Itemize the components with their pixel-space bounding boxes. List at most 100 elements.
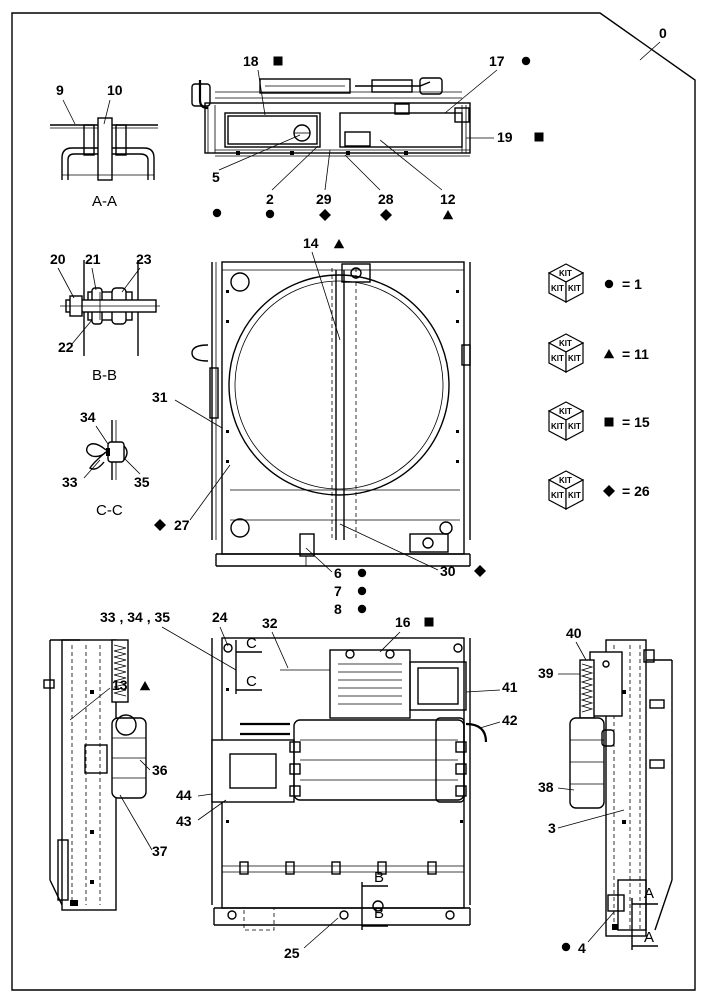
section-aa-drawing xyxy=(50,117,158,181)
callout-33-34-35: 33 , 34 , 35 xyxy=(100,609,170,625)
front-view-drawing xyxy=(191,261,471,567)
symbol-diamond xyxy=(154,519,166,531)
callout-23: 23 xyxy=(136,251,152,267)
symbol-circle xyxy=(561,942,571,952)
symbol-circle xyxy=(357,604,367,614)
left-side-view-drawing xyxy=(43,639,147,911)
svg-text:KIT: KIT xyxy=(568,354,581,363)
callout-41: 41 xyxy=(502,679,518,695)
symbol-diamond xyxy=(319,209,331,221)
kit-legend-item-square: KIT KIT KIT = 15 xyxy=(548,401,650,441)
section-bb-drawing xyxy=(60,260,160,356)
svg-text:KIT: KIT xyxy=(568,422,581,431)
svg-text:KIT: KIT xyxy=(559,407,572,416)
symbol-circle xyxy=(357,568,367,578)
callout-7: 7 xyxy=(334,583,342,599)
callout-3: 3 xyxy=(548,820,556,836)
symbol-circle xyxy=(521,56,531,66)
section-marker-b-lower: B xyxy=(374,905,384,922)
section-marker-a-lower: A xyxy=(644,929,654,946)
kit-legend: KIT KIT KIT = 1 KIT KIT KIT = 11 KIT KIT… xyxy=(548,263,650,510)
legend-square-icon xyxy=(604,417,614,427)
svg-text:= 26: = 26 xyxy=(622,483,650,499)
frame-leader xyxy=(639,41,661,61)
legend-triangle-icon xyxy=(603,349,615,359)
svg-text:KIT: KIT xyxy=(559,269,572,278)
callout-44: 44 xyxy=(176,787,192,803)
symbol-diamond xyxy=(474,565,486,577)
symbol-square xyxy=(273,56,283,66)
callout-24: 24 xyxy=(212,609,228,625)
callout-32: 32 xyxy=(262,615,278,631)
callout-8: 8 xyxy=(334,601,342,617)
callout-30: 30 xyxy=(440,563,456,579)
callout-17: 17 xyxy=(489,53,505,69)
section-marker-b-upper: B xyxy=(374,869,384,886)
callout-42: 42 xyxy=(502,712,518,728)
svg-text:KIT: KIT xyxy=(551,284,564,293)
svg-text:KIT: KIT xyxy=(568,491,581,500)
svg-text:KIT: KIT xyxy=(559,476,572,485)
legend-circle-icon xyxy=(604,279,614,289)
section-label-cc: C-C xyxy=(96,502,123,519)
callout-5: 5 xyxy=(212,169,220,185)
section-label-aa: A-A xyxy=(92,193,117,210)
symbol-circle xyxy=(212,208,222,218)
callout-20: 20 xyxy=(50,251,66,267)
callout-6: 6 xyxy=(334,565,342,581)
section-marker-c-upper: C xyxy=(246,635,257,652)
callout-9: 9 xyxy=(56,82,64,98)
callout-36: 36 xyxy=(152,762,168,778)
callout-12: 12 xyxy=(440,191,456,207)
rear-view-drawing xyxy=(211,637,488,931)
callout-21: 21 xyxy=(85,251,101,267)
symbol-triangle xyxy=(333,239,345,249)
callout-22: 22 xyxy=(58,339,74,355)
symbol-square xyxy=(534,132,544,142)
callout-33: 33 xyxy=(62,474,78,490)
callout-38: 38 xyxy=(538,779,554,795)
section-marker-a-upper: A xyxy=(644,885,654,902)
callout-37: 37 xyxy=(152,843,168,859)
callout-40: 40 xyxy=(566,625,582,641)
svg-text:KIT: KIT xyxy=(568,284,581,293)
svg-text:= 11: = 11 xyxy=(622,346,649,362)
callout-19: 19 xyxy=(497,129,513,145)
svg-text:KIT: KIT xyxy=(551,354,564,363)
callout-16: 16 xyxy=(395,614,411,630)
svg-text:= 15: = 15 xyxy=(622,414,650,430)
callout-35: 35 xyxy=(134,474,150,490)
callout-39: 39 xyxy=(538,665,554,681)
callout-43: 43 xyxy=(176,813,192,829)
right-side-view-drawing xyxy=(569,639,673,937)
section-label-bb: B-B xyxy=(92,367,117,384)
callout-0: 0 xyxy=(659,25,667,41)
symbol-circle xyxy=(265,209,275,219)
kit-legend-item-circle: KIT KIT KIT = 1 xyxy=(548,263,642,303)
top-view-drawing xyxy=(191,77,471,157)
callout-2: 2 xyxy=(266,191,274,207)
callout-31: 31 xyxy=(152,389,168,405)
svg-text:KIT: KIT xyxy=(551,422,564,431)
section-marker-c-lower: C xyxy=(246,673,257,690)
callout-14: 14 xyxy=(303,235,319,251)
svg-text:KIT: KIT xyxy=(551,491,564,500)
svg-text:KIT: KIT xyxy=(559,339,572,348)
callout-13: 13 xyxy=(112,677,128,693)
section-cc-drawing xyxy=(85,420,128,480)
kit-legend-item-diamond: KIT KIT KIT = 26 xyxy=(548,470,650,510)
callout-29: 29 xyxy=(316,191,332,207)
callout-18: 18 xyxy=(243,53,259,69)
kit-legend-item-triangle: KIT KIT KIT = 11 xyxy=(548,333,649,373)
callout-4: 4 xyxy=(578,940,586,956)
symbol-triangle xyxy=(442,210,454,220)
symbol-diamond xyxy=(380,209,392,221)
symbol-triangle xyxy=(139,681,151,691)
symbol-circle xyxy=(357,586,367,596)
callout-25: 25 xyxy=(284,945,300,961)
symbol-square xyxy=(424,617,434,627)
drawing-border xyxy=(11,12,696,991)
svg-text:= 1: = 1 xyxy=(622,276,642,292)
callout-34: 34 xyxy=(80,409,96,425)
